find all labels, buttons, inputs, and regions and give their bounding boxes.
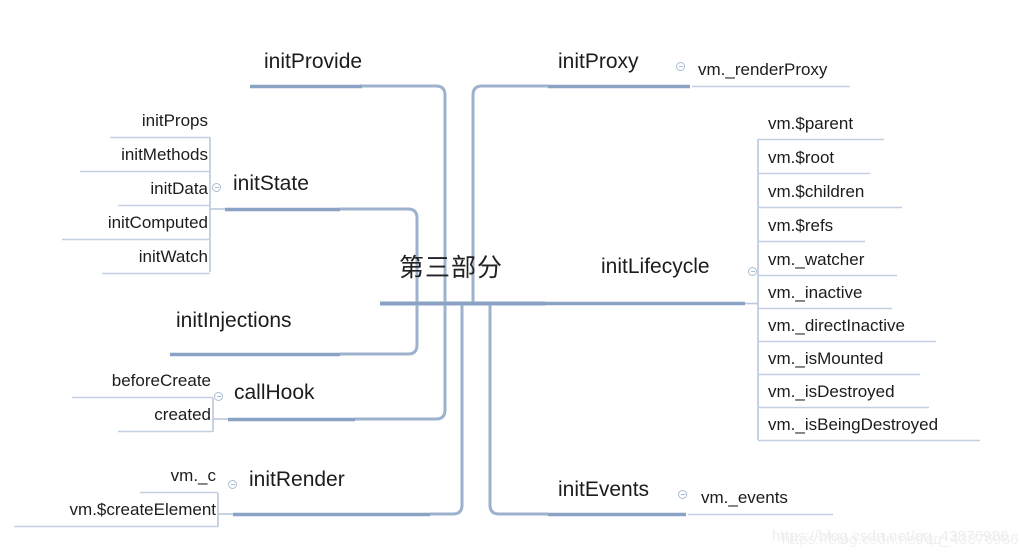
leaf-vm-inactive[interactable]: vm._inactive (768, 283, 863, 302)
collapse-toggle-icon-initproxy[interactable] (676, 62, 685, 71)
center-node[interactable]: 第三部分 (399, 254, 504, 282)
collapse-toggle-icon-initrender[interactable] (228, 480, 237, 489)
leaf-beforecreate[interactable]: beforeCreate (111, 371, 211, 390)
branch-label-initevents[interactable]: initEvents (558, 478, 650, 501)
leaf-vm-events[interactable]: vm._events (701, 488, 788, 507)
leaf-initcomputed[interactable]: initComputed (107, 213, 208, 232)
leaf-vm-isbeingdestroyed[interactable]: vm._isBeingDestroyed (768, 415, 939, 434)
branch-label-initproxy[interactable]: initProxy (558, 50, 639, 73)
leaf-created[interactable]: created (154, 405, 211, 424)
collapse-toggle-icon-initevents[interactable] (678, 490, 687, 499)
leaf-vm-createelement[interactable]: vm.$createElement (69, 500, 216, 519)
leaf-vm-isdestroyed[interactable]: vm._isDestroyed (768, 382, 895, 401)
branch-label-initrender[interactable]: initRender (249, 468, 345, 491)
watermark-url: https://blog.csdn.net/qq_43876986 (772, 528, 1009, 545)
collapse-toggle-icon-initstate[interactable] (212, 183, 221, 192)
leaf-initdata[interactable]: initData (150, 179, 208, 198)
leaf-vm-directinactive[interactable]: vm._directInactive (768, 316, 905, 335)
leaf-vm-root[interactable]: vm.$root (768, 148, 835, 167)
collapse-toggle-icon-initlifecycle[interactable] (748, 267, 757, 276)
branch-label-initlifecycle[interactable]: initLifecycle (601, 255, 710, 278)
leaf-vm-watcher[interactable]: vm._watcher (768, 250, 865, 269)
branch-label-callhook[interactable]: callHook (234, 381, 315, 404)
leaf-initprops[interactable]: initProps (141, 111, 208, 130)
leaf-vm-refs[interactable]: vm.$refs (768, 216, 834, 235)
leaf-initmethods[interactable]: initMethods (121, 145, 208, 164)
leaf-vm-children[interactable]: vm.$children (768, 182, 865, 201)
branch-label-initinjections[interactable]: initInjections (176, 309, 292, 332)
collapse-toggle-icon-callhook[interactable] (214, 392, 223, 401)
leaf-vm-underscore-c[interactable]: vm._c (170, 466, 216, 485)
watermark-url-ghost: https://blog.csdn.net/qq_43876986 (782, 531, 1019, 548)
branch-label-initprovide[interactable]: initProvide (264, 50, 363, 73)
branch-label-initstate[interactable]: initState (233, 172, 309, 195)
leaf-vm-ismounted[interactable]: vm._isMounted (768, 349, 884, 368)
leaf-initwatch[interactable]: initWatch (138, 247, 208, 266)
leaf-vm-renderproxy[interactable]: vm._renderProxy (698, 60, 828, 79)
leaf-vm-parent[interactable]: vm.$parent (768, 114, 854, 133)
